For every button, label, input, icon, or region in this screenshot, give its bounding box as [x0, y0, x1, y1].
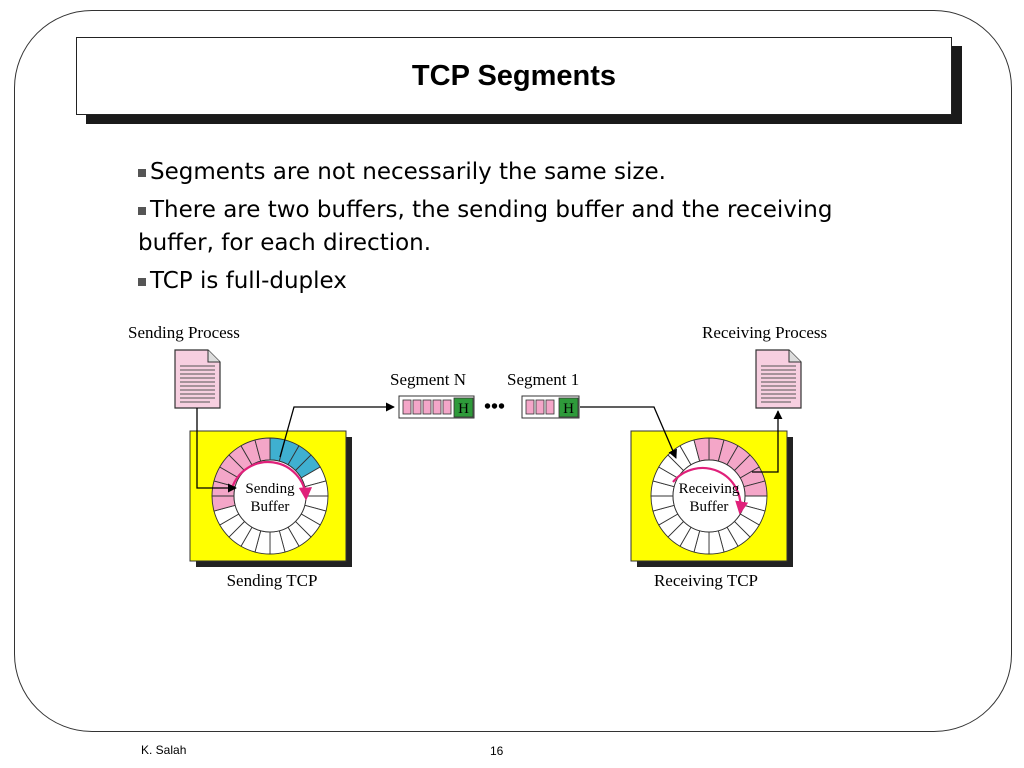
bullet-list: Segments are not necessarily the same si… — [138, 156, 898, 303]
buffer-to-segment-arrow — [279, 402, 395, 458]
segment-n-packet: H — [398, 395, 475, 419]
receiving-buffer-label-2: Buffer — [690, 499, 729, 515]
square-bullet-icon — [138, 278, 146, 286]
receiving-process-label: Receiving Process — [702, 323, 827, 342]
sending-process-label: Sending Process — [128, 323, 240, 342]
segment-1-header-label: H — [563, 401, 574, 417]
buffer-to-process-arrow — [752, 410, 783, 473]
process-to-buffer-arrow — [196, 408, 237, 493]
sending-buffer-label-1: Sending — [245, 481, 295, 497]
page-number: 16 — [490, 744, 504, 758]
receiving-buffer-label-1: Receiving — [679, 481, 740, 497]
square-bullet-icon — [138, 169, 146, 177]
receiving-rotation-arrow — [672, 466, 749, 515]
segment-1-label: Segment 1 — [507, 370, 579, 389]
title-box: TCP Segments — [76, 37, 952, 115]
receiving-document-icon — [755, 349, 802, 409]
sending-rotation-arrow — [230, 460, 313, 501]
sending-tcp-label: Sending TCP — [227, 571, 318, 590]
segment-ellipsis: ••• — [484, 396, 505, 418]
bullet-item: Segments are not necessarily the same si… — [138, 156, 898, 189]
sending-document-icon — [174, 349, 221, 409]
footer-author: K. Salah — [141, 743, 187, 757]
sending-buffer-label-2: Buffer — [251, 499, 290, 515]
slide-title: TCP Segments — [411, 59, 617, 92]
bullet-item: There are two buffers, the sending buffe… — [138, 197, 833, 256]
segment-n-header-label: H — [458, 401, 469, 417]
tcp-buffer-diagram: Sending Process Receiving Process Sendin… — [128, 323, 827, 590]
segment-n-label: Segment N — [390, 370, 466, 389]
receiving-tcp-label: Receiving TCP — [654, 571, 758, 590]
bullet-item: TCP is full-duplex — [138, 265, 898, 298]
square-bullet-icon — [138, 207, 146, 215]
slide-frame — [14, 10, 1012, 732]
segment-1-packet: H — [521, 395, 580, 419]
segment-to-buffer-arrow — [580, 406, 677, 459]
